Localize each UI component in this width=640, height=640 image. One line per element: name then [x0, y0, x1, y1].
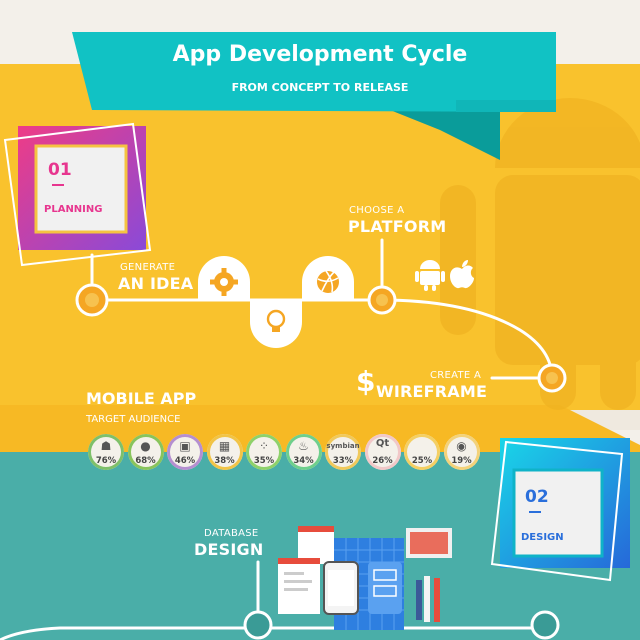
audience-value: 76% — [95, 456, 117, 466]
windows-phone-icon: ▣ — [179, 439, 191, 453]
gear-icon — [210, 268, 238, 296]
audience-value: 19% — [451, 456, 472, 466]
database-big: DESIGN — [194, 540, 264, 559]
idea-small: GENERATE — [120, 262, 176, 273]
audience-badge-windows: ▦ 38% — [206, 434, 243, 470]
windows-icon: ▦ — [218, 439, 231, 453]
page-title: App Development Cycle — [172, 42, 468, 67]
android-icon — [415, 260, 445, 291]
audience-badge-qt: Qt 26% — [364, 434, 401, 470]
audience-value: 35% — [253, 456, 275, 466]
blackberry-icon: ⁘ — [258, 439, 270, 453]
audience-title: MOBILE APP — [86, 389, 197, 408]
design-label: DESIGN — [521, 532, 564, 543]
idea-big: AN IDEA — [118, 274, 194, 293]
planning-label: PLANNING — [44, 204, 103, 215]
planning-number: 01 — [48, 160, 72, 180]
qt-icon: Qt — [375, 438, 390, 449]
planning-dash — [52, 184, 64, 186]
audience-badge-symbian: symbian 33% — [325, 434, 361, 470]
symbian-icon: symbian — [326, 442, 360, 450]
audience-badge-chrome: ◉ 19% — [443, 434, 480, 470]
audience-badge-android: ☗ 76% — [88, 434, 124, 470]
audience-badge-windows-phone: ▣ 46% — [167, 434, 203, 470]
audience-badge-java: ♨ 34% — [285, 434, 322, 470]
audience-value: 68% — [135, 456, 156, 466]
design-card — [490, 438, 630, 582]
title-ribbon — [72, 32, 556, 160]
audience-badge-palm: 25% — [404, 434, 440, 470]
platform-big: PLATFORM — [348, 217, 447, 236]
apple-icon — [450, 260, 474, 289]
apple-icon: ● — [140, 439, 151, 453]
audience-value: 25% — [411, 456, 433, 466]
dollar-icon: $ — [356, 365, 376, 398]
platform-small: CHOOSE A — [349, 205, 405, 216]
audience-badge-blackberry: ⁘ 35% — [246, 434, 282, 470]
audience-subtitle: TARGET AUDIENCE — [86, 414, 181, 425]
audience-value: 38% — [214, 456, 235, 466]
design-number: 02 — [525, 487, 549, 507]
design-dash — [529, 511, 541, 513]
audience-value: 34% — [293, 456, 314, 466]
wireframe-big: WIREFRAME — [376, 382, 488, 401]
dribbble-icon — [317, 270, 339, 293]
wireframe-small: CREATE A — [430, 370, 482, 381]
java-icon: ♨ — [298, 439, 309, 453]
page-subtitle: FROM CONCEPT TO RELEASE — [231, 81, 409, 94]
audience-value: 46% — [174, 456, 196, 466]
audience-value: 26% — [372, 456, 393, 466]
android-icon: ☗ — [100, 439, 112, 453]
database-small: DATABASE — [204, 528, 259, 539]
chrome-icon: ◉ — [456, 439, 467, 453]
design-illustration — [278, 526, 452, 630]
lightbulb-icon — [266, 309, 286, 332]
timeline-nodes — [75, 283, 567, 640]
planning-card — [3, 122, 152, 267]
audience-badge-apple: ● 68% — [127, 434, 164, 470]
idea-bubbles — [198, 256, 354, 348]
audience-value: 33% — [332, 456, 354, 466]
